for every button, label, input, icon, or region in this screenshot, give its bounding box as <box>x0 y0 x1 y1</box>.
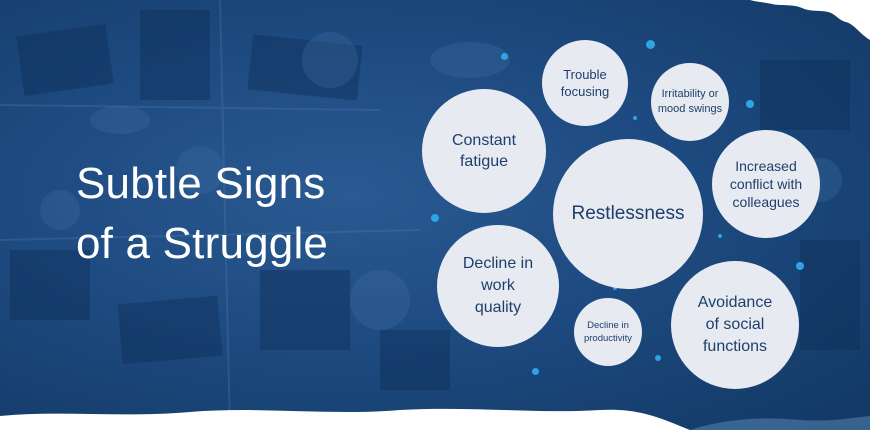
bubble-constant-fatigue: Constant fatigue <box>422 89 546 213</box>
bubble-decline-productivity: Decline in productivity <box>574 298 642 366</box>
accent-dot <box>532 368 539 375</box>
accent-dot <box>646 40 655 49</box>
accent-dot <box>655 355 661 361</box>
accent-dot <box>796 262 804 270</box>
title-line-2: of a Struggle <box>76 219 329 268</box>
bubble-increased-conflict: Increased conflict with colleagues <box>712 130 820 238</box>
page-title: Subtle Signs of a Struggle <box>76 154 328 274</box>
bubble-label: Trouble focusing <box>560 67 610 99</box>
bubble-label: Decline in work quality <box>462 255 534 316</box>
brush-stroke-top <box>750 0 870 40</box>
bubble-irritability: Irritability or mood swings <box>651 63 729 141</box>
bubble-label: Restlessness <box>571 203 685 224</box>
accent-dot <box>746 100 754 108</box>
bubble-label: Avoidance of social functions <box>697 294 773 355</box>
title-line-1: Subtle Signs <box>76 159 326 208</box>
accent-dot <box>718 234 722 238</box>
accent-dot <box>633 116 637 120</box>
bubble-restlessness: Restlessness <box>553 139 703 289</box>
bubble-trouble-focusing: Trouble focusing <box>542 40 628 126</box>
brush-stroke-bottom <box>0 408 870 430</box>
bubble-label: Constant fatigue <box>451 132 517 170</box>
bubble-label: Increased conflict with colleagues <box>729 158 803 210</box>
bubble-avoidance-social: Avoidance of social functions <box>671 261 799 389</box>
bubble-label: Irritability or mood swings <box>657 88 723 115</box>
accent-dot <box>431 214 439 222</box>
bubble-label: Decline in productivity <box>583 320 633 344</box>
accent-dot <box>501 53 508 60</box>
bubble-decline-work-quality: Decline in work quality <box>437 225 559 347</box>
